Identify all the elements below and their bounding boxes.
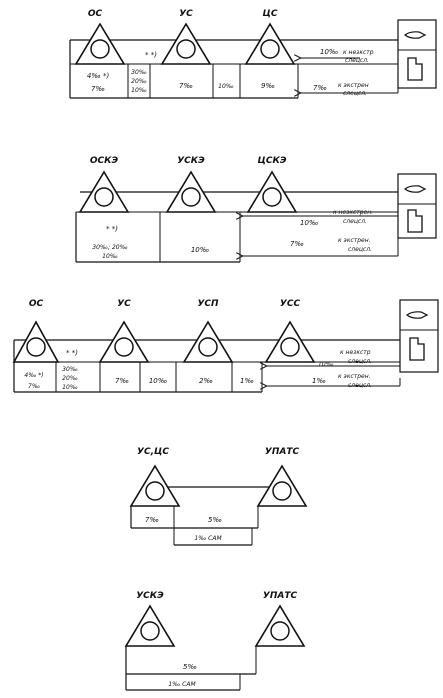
diagram-1: ОС УС ЦС * *) 4‰ *) 7‰ 30‰ 20‰ 10‰ 7‰ 10… (69, 9, 437, 99)
station-circle-oske (94, 187, 114, 207)
station-circle-us-cs (145, 481, 165, 501)
rate-usp-uss: 1‰ (240, 377, 254, 385)
terminal-box (397, 173, 437, 239)
star-note: * *) (106, 225, 118, 233)
rate-us-cs: 10‰ (218, 83, 234, 90)
rate-left-b: 7‰ (28, 383, 40, 390)
terminal-box (399, 299, 439, 373)
star-note: * *) (66, 349, 78, 357)
station-circle-os (90, 39, 110, 59)
rate-lower: 7‰ (290, 240, 304, 248)
rate-stack-10: 10‰ (62, 384, 78, 391)
note-upper-2: слецсл. (343, 218, 367, 225)
rate-upper: 10‰ (300, 219, 318, 227)
rate-sam: 1‰ САМ (194, 535, 222, 542)
star-note: * *) (145, 51, 157, 59)
station-circle-upats (270, 621, 290, 641)
note-lower-1: к экстрен (338, 82, 369, 89)
station-circle-us (114, 337, 134, 357)
note-lower-1: к экстрен. (338, 237, 371, 244)
node-label-uske: УСКЭ (177, 156, 205, 166)
note-upper-2: слецсл. (345, 57, 369, 64)
note-lower-2: слецсл. (343, 90, 367, 97)
phone-body-icon (407, 209, 423, 233)
node-label-oske: ОСКЭ (90, 156, 119, 166)
rate-left-b: 7‰ (91, 85, 105, 93)
rate-left-a: 4‰ *) (87, 72, 110, 80)
diagram-3: ОС УС УСП УСС * *) 4‰ *) 7‰ 30‰ 20‰ 10‰ … (12, 299, 439, 393)
node-label-uske: УСКЭ (136, 591, 164, 601)
diagram-5: УСКЭ УПАТС 5‰ 1‰ САМ (124, 591, 306, 691)
rate-upper: 10‰ (320, 48, 338, 56)
note-upper-1: к незкстр (343, 49, 374, 56)
node-label-cske: ЦСКЭ (258, 156, 287, 166)
rate-upper: 10‰ (318, 361, 334, 368)
rate-us-cs: 7‰ (145, 516, 159, 524)
rate-us-usp: 10‰ (149, 377, 167, 385)
rate-left-a: 4‰ *) (24, 372, 43, 379)
phone-handset-icon (404, 31, 427, 39)
node-label-cs: ЦС (263, 9, 278, 19)
diagram-4: УС,ЦС УПАТС 7‰ 5‰ 1‰ САМ (129, 447, 308, 546)
rate-left-a: 30‰; 20‰ (92, 244, 127, 251)
note-lower-2: слецсл. (348, 246, 372, 253)
node-label-os: ОС (88, 9, 103, 19)
rate-stack-20: 20‰ (131, 78, 147, 85)
station-circle-os (26, 337, 46, 357)
note-upper-2: слецсл. (348, 358, 372, 365)
node-label-uss: УСС (280, 299, 301, 309)
rate-uske: 10‰ (191, 246, 209, 254)
rate-sam: 1‰ САМ (168, 681, 196, 688)
rate-stack-10: 10‰ (131, 87, 147, 94)
station-circle-cs (260, 39, 280, 59)
rate-stack-30: 30‰ (62, 366, 78, 373)
rate-stack-20: 20‰ (62, 375, 78, 382)
phone-body-icon (407, 57, 423, 81)
node-label-us: УС (117, 299, 131, 309)
station-circle-uske (140, 621, 160, 641)
terminal-box (397, 19, 437, 89)
rate-us: 7‰ (115, 377, 129, 385)
rate-cs: 9‰ (261, 82, 275, 90)
node-label-upats: УПАТС (263, 591, 298, 601)
node-label-upats: УПАТС (265, 447, 300, 457)
station-circle-uske (181, 187, 201, 207)
rate-link: 5‰ (208, 516, 222, 524)
node-label-us-cs: УС,ЦС (137, 447, 169, 457)
station-circle-uss (280, 337, 300, 357)
station-circle-us (176, 39, 196, 59)
note-upper-1: к незкстр (340, 349, 371, 356)
rate-link: 5‰ (183, 663, 197, 671)
node-label-usp: УСП (197, 299, 219, 309)
node-label-os: ОС (29, 299, 44, 309)
station-circle-cske (262, 187, 282, 207)
note-upper-1: к незкстрен. (333, 209, 373, 216)
rate-lower: 1‰ (312, 377, 326, 385)
rate-left-b: 10‰ (102, 253, 118, 260)
phone-handset-icon (406, 311, 429, 319)
diagram-2: ОСКЭ УСКЭ ЦСКЭ * *) 30‰; 20‰ 10‰ 10‰ 10‰… (75, 156, 437, 263)
note-lower-2: слецсл. (348, 382, 372, 389)
station-circle-usp (198, 337, 218, 357)
phone-body-icon (409, 337, 425, 361)
station-circle-upats (272, 481, 292, 501)
rate-us: 7‰ (179, 82, 193, 90)
node-label-us: УС (179, 9, 193, 19)
rate-stack-30: 30‰ (131, 69, 147, 76)
phone-handset-icon (404, 185, 427, 193)
rate-usp: 2‰ (199, 377, 213, 385)
rate-lower: 7‰ (313, 84, 327, 92)
note-lower-1: к экстрен. (338, 373, 371, 380)
